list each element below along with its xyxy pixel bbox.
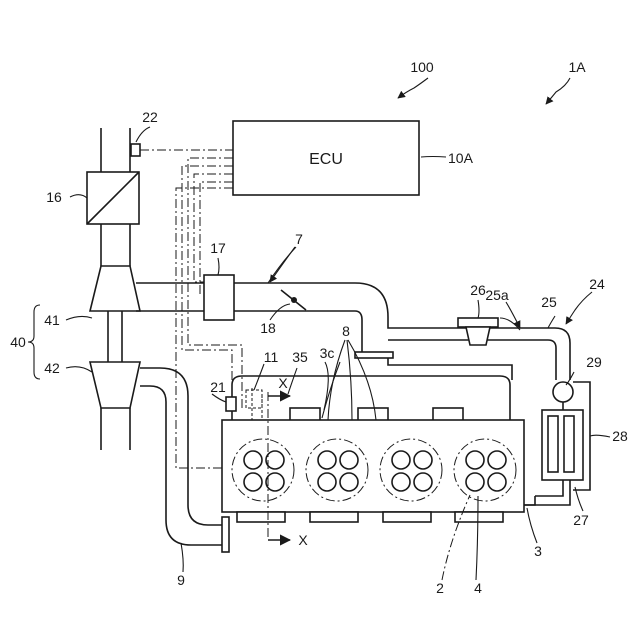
ecu-unit: ECU bbox=[233, 121, 419, 195]
label-24: 24 bbox=[589, 276, 605, 292]
label-8: 8 bbox=[342, 323, 350, 339]
pump-29 bbox=[553, 382, 573, 402]
label-28: 28 bbox=[612, 428, 628, 444]
label-3: 3 bbox=[534, 543, 542, 559]
label-41: 41 bbox=[44, 312, 60, 328]
label-4: 4 bbox=[474, 580, 482, 596]
label-42: 42 bbox=[44, 360, 60, 376]
label-27: 27 bbox=[573, 512, 589, 528]
flange bbox=[355, 352, 393, 358]
label-2: 2 bbox=[436, 580, 444, 596]
label-17: 17 bbox=[210, 240, 226, 256]
label-figure-1a: 1A bbox=[568, 59, 586, 75]
label-26: 26 bbox=[470, 282, 486, 298]
label-25a: 25a bbox=[485, 287, 509, 303]
label-22: 22 bbox=[142, 109, 158, 125]
label-system-100: 100 bbox=[410, 59, 434, 75]
label-16: 16 bbox=[46, 189, 62, 205]
label-40: 40 bbox=[10, 334, 26, 350]
intercooler-17 bbox=[204, 275, 234, 320]
thermostat-26 bbox=[458, 318, 498, 345]
compressor bbox=[90, 266, 140, 311]
label-9: 9 bbox=[177, 572, 185, 588]
label-25: 25 bbox=[541, 294, 557, 310]
label-21: 21 bbox=[210, 379, 226, 395]
exhaust-flange bbox=[222, 517, 229, 552]
label-35: 35 bbox=[292, 349, 308, 365]
ecu-label: ECU bbox=[309, 151, 343, 168]
label-29: 29 bbox=[586, 354, 602, 370]
label-7: 7 bbox=[295, 231, 303, 247]
radiator-28 bbox=[522, 382, 590, 505]
turbine bbox=[90, 362, 140, 408]
label-ecu-10a: 10A bbox=[448, 150, 474, 166]
label-3c: 3c bbox=[320, 345, 335, 361]
label-11: 11 bbox=[264, 349, 279, 365]
label-18: 18 bbox=[260, 320, 276, 336]
intake-stack bbox=[28, 128, 140, 450]
exhaust-pipe bbox=[140, 368, 229, 552]
label-section-x-bottom: X bbox=[298, 532, 308, 548]
sensor-21 bbox=[226, 397, 236, 411]
sensor-22 bbox=[131, 144, 140, 156]
label-section-x-top: X bbox=[278, 375, 288, 391]
